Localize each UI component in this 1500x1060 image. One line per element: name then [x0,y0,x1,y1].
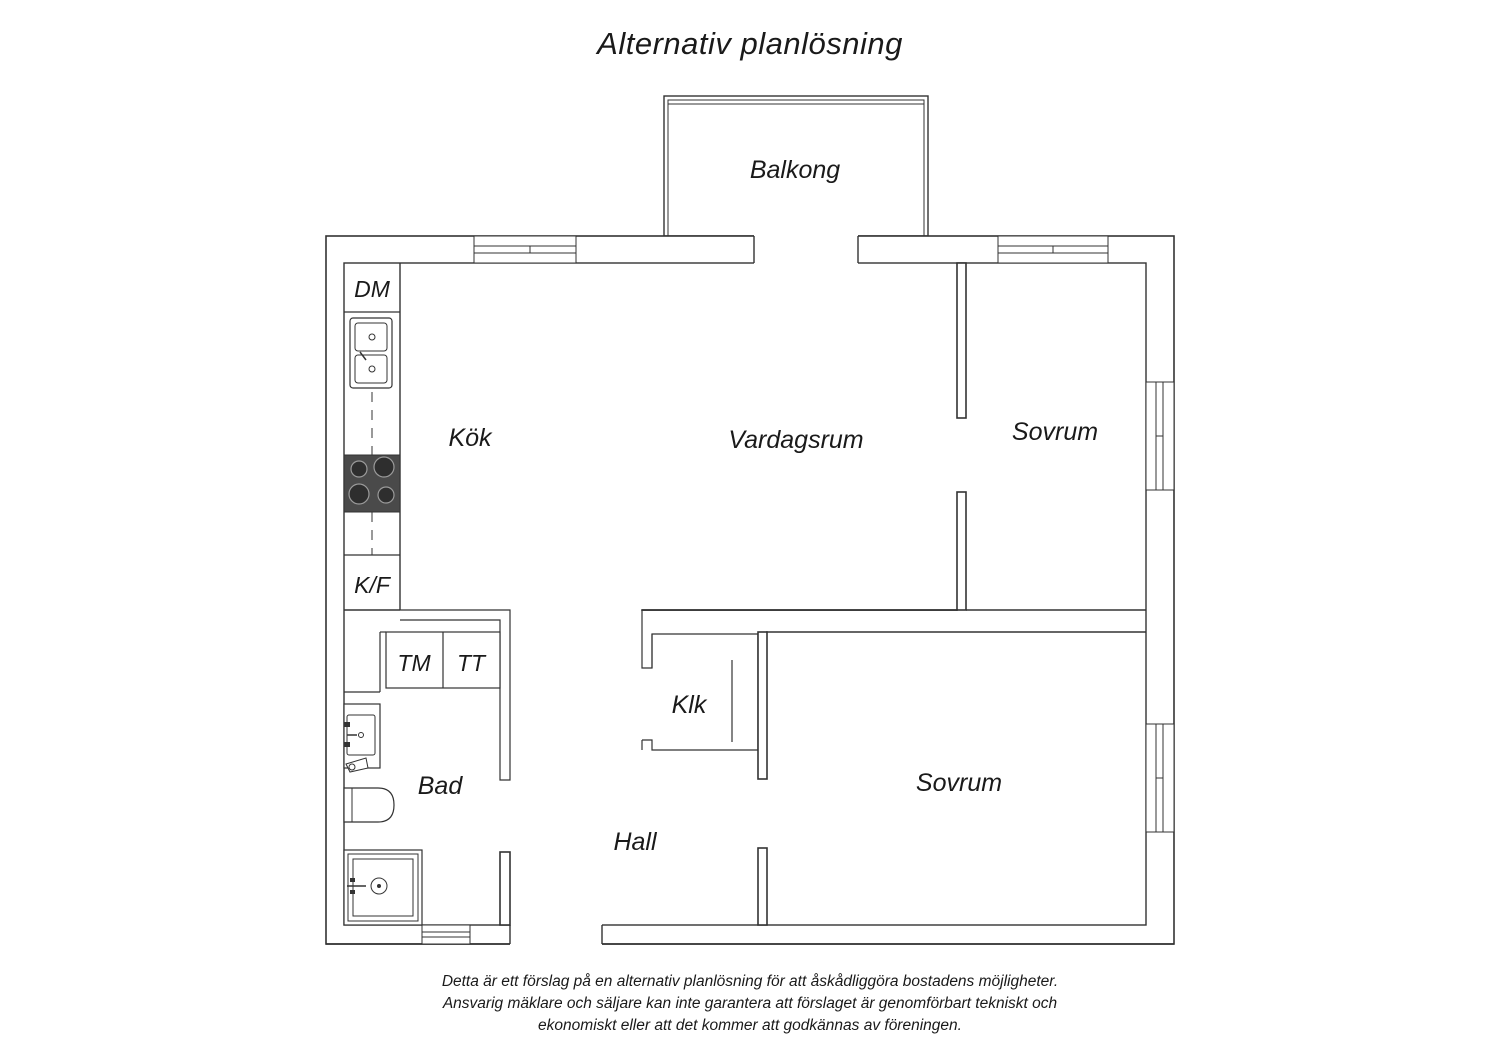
bathroom-fixtures [343,631,501,926]
balcony [663,95,929,237]
room-label-bathroom: Bad [418,772,464,800]
page-title: Alternativ planlösning [597,26,903,61]
room-label-balcony: Balkong [750,156,840,184]
disclaimer-line-3: ekonomiskt eller att det kommer att godk… [538,1017,962,1034]
room-label-bedroom-1: Sovrum [1012,418,1098,446]
windows [421,235,1175,945]
disclaimer-line-1: Detta är ett förslag på en alternativ pl… [441,973,1059,990]
disclaimer-line-2: Ansvarig mäklare och säljare kan inte ga… [442,995,1058,1012]
outer-walls [325,234,1175,946]
interior-walls [344,262,1146,926]
room-label-hall: Hall [613,828,658,856]
washbasin-icon [343,703,381,769]
kitchen-counter [343,263,401,610]
disclaimer: Detta är ett förslag på en alternativ pl… [0,971,1500,1037]
fixture-label-washing-machine: TM [397,650,431,676]
room-label-closet: Klk [672,691,708,719]
room-label-living-room: Vardagsrum [728,426,863,454]
stove-icon [343,454,401,513]
fixture-label-dishwasher: DM [354,276,391,302]
shower-icon [343,849,423,926]
room-label-kitchen: Kök [448,424,493,452]
faucet-icon [345,757,369,773]
toilet-icon [343,787,395,823]
sink-icon [349,317,393,389]
fixture-label-fridge-freezer: K/F [354,572,392,598]
room-label-bedroom-2: Sovrum [916,769,1002,797]
fixture-label-tumble-dryer: TT [457,650,487,676]
